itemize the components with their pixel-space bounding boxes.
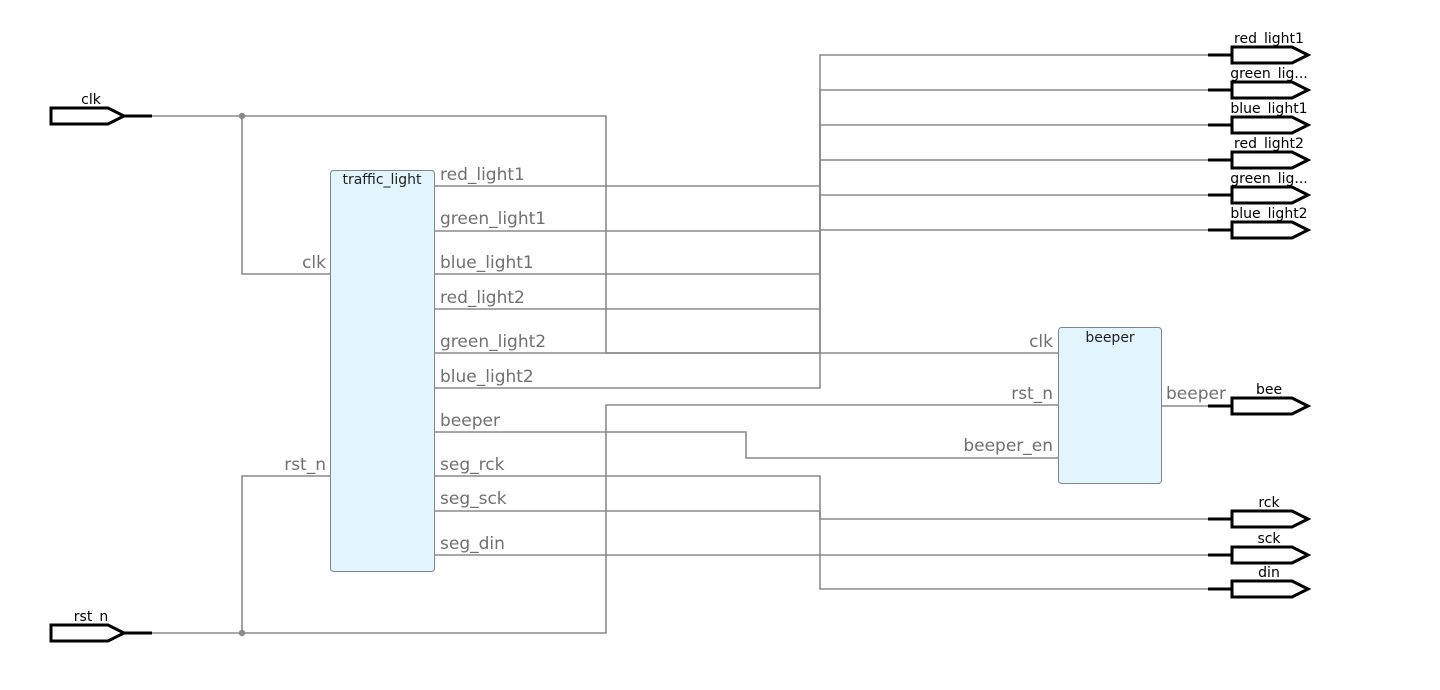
output-port-green-light1-shape[interactable] [1230,80,1312,100]
traffic-light-pin-red-light1: red_light1 [440,165,525,185]
output-port-green-light1-label: green_lig... [1230,66,1307,82]
input-port-rst-n-shape[interactable] [49,623,128,643]
output-port-green-light2[interactable]: green_lig... [1208,171,1312,205]
traffic-light-pin-green-light1: green_light1 [440,209,546,229]
wire-blue-light2 [434,229,1208,389]
beeper-block-title: beeper [1085,330,1135,346]
output-port-din-label: din [1258,565,1280,581]
traffic-light-block-body[interactable] [330,170,435,572]
output-port-green-light2-shape[interactable] [1230,185,1312,205]
traffic-light-pin-seg-din: seg_din [440,534,505,554]
wire-beeper-en [434,431,1058,459]
output-port-red-light2-label: red_light2 [1234,136,1304,152]
wire-clk-to-beeper [242,115,1058,354]
output-port-green-light2-label: green_lig... [1230,171,1307,187]
beeper-block-body[interactable] [1058,327,1162,484]
input-port-clk-label: clk [81,92,102,108]
input-port-clk-shape[interactable] [49,106,128,126]
output-port-red-light1[interactable]: red_light1 [1208,31,1312,65]
output-port-red-light1-label: red_light1 [1234,31,1304,47]
output-port-red-light1-shape[interactable] [1230,45,1312,65]
output-port-bee[interactable]: bee [1208,382,1312,416]
beeper-pin-beeper-en: beeper_en [963,436,1053,456]
wire-seg-rck [434,475,1208,520]
clk-junction-dot [238,112,246,120]
beeper-pin-beeper: beeper [1166,384,1226,404]
wire-rst-n-to-beeper [242,404,1058,634]
traffic-light-pin-clk: clk [302,253,326,273]
wire-rst-n-to-traffic-light [152,475,330,634]
output-port-rck-label: rck [1258,495,1280,511]
output-port-din-shape[interactable] [1230,579,1312,599]
output-port-blue-light1-shape[interactable] [1230,115,1312,135]
wire-seg-sck [434,510,1208,590]
input-port-rst-n-label: rst_n [74,609,108,625]
output-port-sck[interactable]: sck [1208,531,1312,565]
output-port-blue-light2-shape[interactable] [1230,220,1312,240]
output-port-green-light1[interactable]: green_lig... [1208,66,1312,100]
output-port-rck[interactable]: rck [1208,495,1312,529]
output-port-sck-label: sck [1257,531,1281,547]
traffic-light-pin-green-light2: green_light2 [440,332,546,352]
traffic-light-pin-blue-light2: blue_light2 [440,367,534,387]
output-port-blue-light1-label: blue_light1 [1230,101,1307,117]
traffic-light-pin-seg-rck: seg_rck [440,455,505,475]
output-port-blue-light1[interactable]: blue_light1 [1208,101,1312,135]
traffic-light-block-title: traffic_light [342,172,422,188]
rst-n-junction-dot [238,629,246,637]
output-port-bee-shape[interactable] [1230,396,1312,416]
output-port-rck-shape[interactable] [1230,509,1312,529]
wire-blue-light1 [434,124,1208,275]
input-port-clk[interactable]: clk [49,92,152,126]
traffic-light-pin-blue-light1: blue_light1 [440,253,534,273]
wire-red-light2 [434,159,1208,310]
beeper-pin-rst-n: rst_n [1011,384,1053,404]
output-port-red-light2[interactable]: red_light2 [1208,136,1312,170]
input-port-rst-n[interactable]: rst_n [49,609,152,643]
output-port-din[interactable]: din [1208,565,1312,599]
wire-red-light1 [434,54,1208,187]
beeper-pin-clk: clk [1029,332,1053,352]
wires [152,54,1208,637]
output-port-bee-label: bee [1256,382,1282,398]
output-port-blue-light2-label: blue_light2 [1230,206,1307,222]
traffic-light-pin-red-light2: red_light2 [440,288,525,308]
beeper-block[interactable]: beeper clk rst_n beeper_en beeper [963,327,1226,484]
traffic-light-pin-beeper: beeper [440,411,500,431]
output-port-red-light2-shape[interactable] [1230,150,1312,170]
traffic-light-pin-seg-sck: seg_sck [440,489,507,509]
wire-clk-to-traffic-light [152,115,330,275]
traffic-light-pin-rst-n: rst_n [284,455,326,475]
output-port-blue-light2[interactable]: blue_light2 [1208,206,1312,240]
output-port-sck-shape[interactable] [1230,545,1312,565]
traffic-light-block[interactable]: traffic_light clk rst_n red_light1 green… [284,165,546,572]
